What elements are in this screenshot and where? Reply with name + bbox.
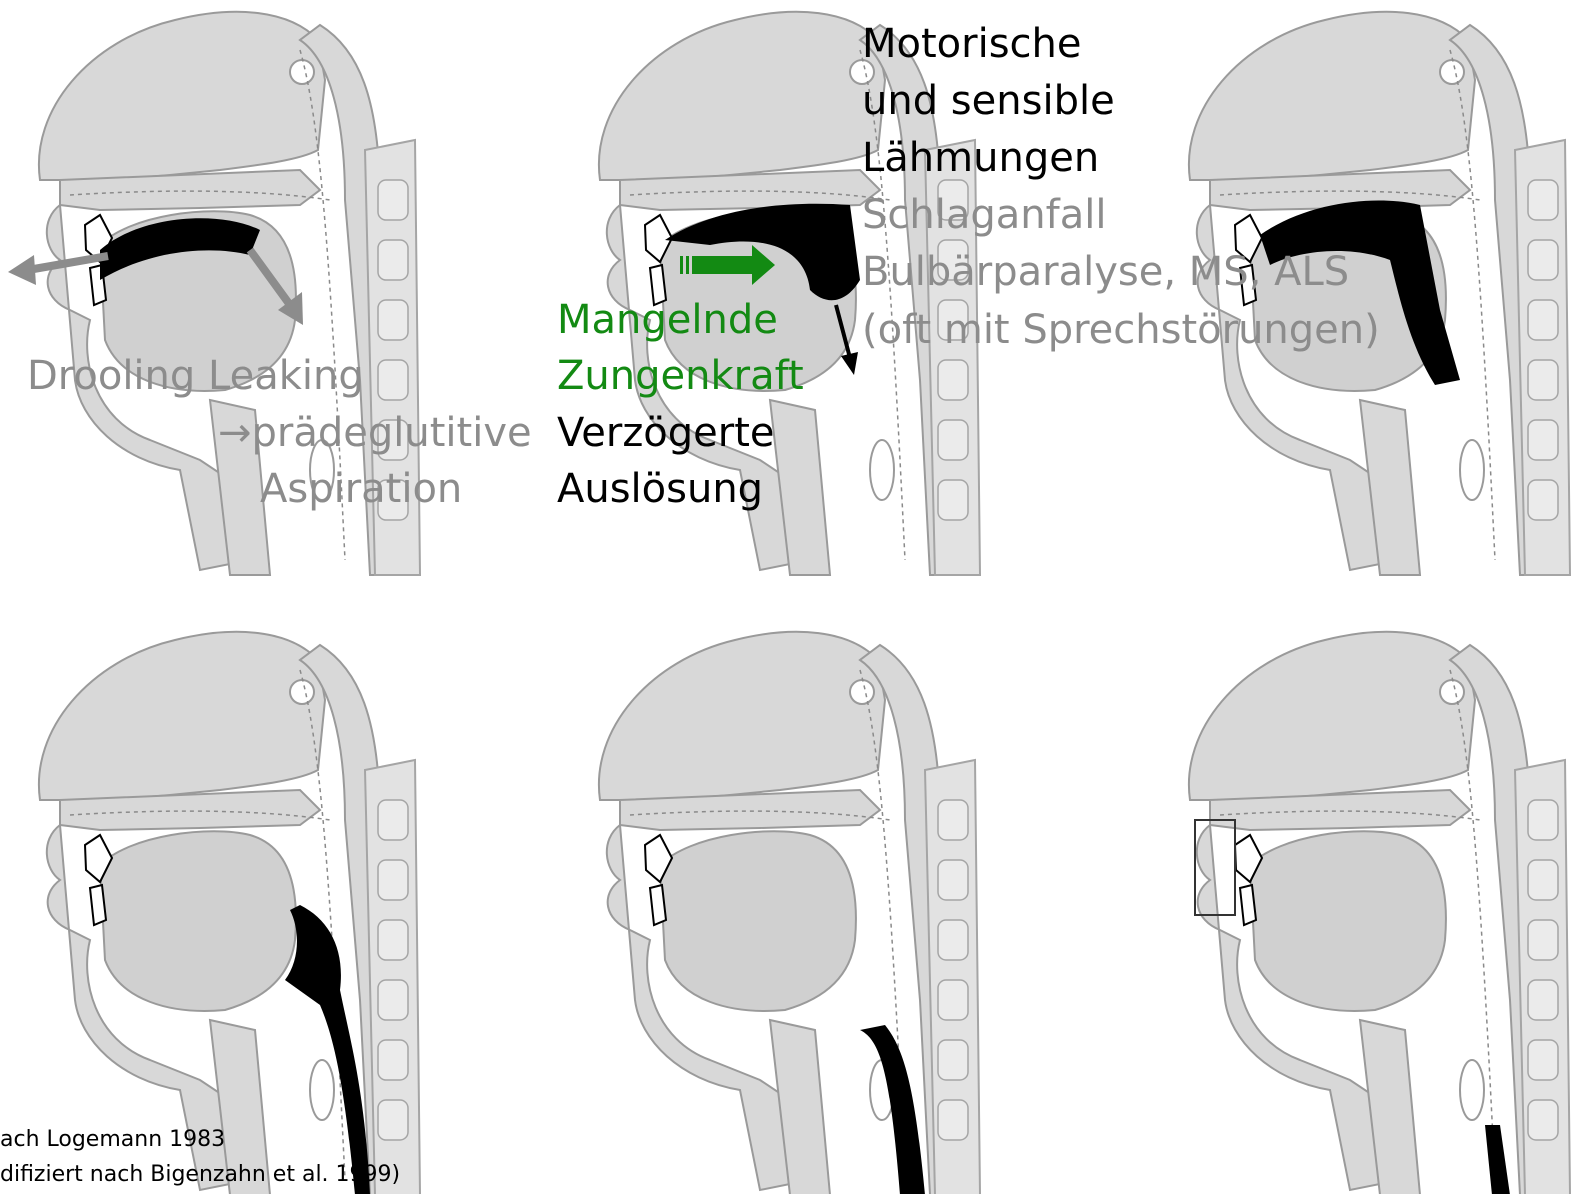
bolus-bottom-middle [860,1025,925,1194]
bolus-bottom-right [1485,1125,1510,1194]
citation-line-2: difiziert nach Bigenzahn et al. 1999) [0,1160,400,1190]
panel-bottom-middle [599,632,980,1194]
label-mangelnde: Mangelnde [557,292,778,349]
label-schlaganfall: Schlaganfall [862,187,1106,244]
label-laehmungen: Lähmungen [862,130,1099,187]
label-praedeglutitive: →prädeglutitive [218,405,532,462]
citation-line-1: ach Logemann 1983 [0,1125,225,1155]
label-drooling-leaking: Drooling Leaking [27,348,364,405]
panel-bottom-right [1189,632,1570,1194]
panel-bottom-left [39,632,420,1194]
label-verzoegerte: Verzögerte [557,405,775,462]
label-aspiration: Aspiration [260,461,462,518]
label-sprechstoerungen: (oft mit Sprechstörungen) [862,302,1380,359]
label-bulbaer: Bulbärparalyse, MS, ALS [862,244,1349,301]
label-motorische: Motorische [862,16,1082,73]
label-ausloesung: Auslösung [557,461,763,518]
label-und-sensible: und sensible [862,73,1115,130]
label-zungenkraft: Zungenkraft [557,348,804,405]
